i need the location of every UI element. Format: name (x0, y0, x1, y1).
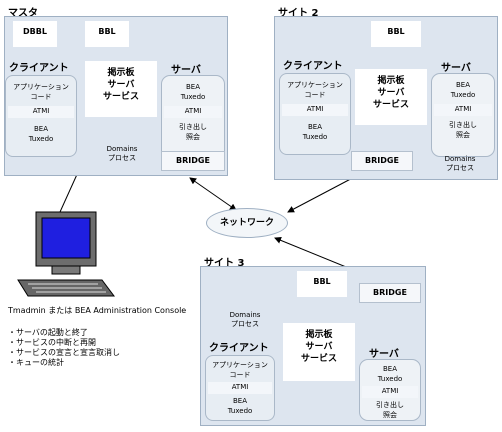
master-site: DBBL BBL クライアント アプリケーション コード ATMI BEA Tu… (4, 16, 228, 176)
master-bb-service: 掲示板 サーバ サービス (85, 61, 157, 117)
site2-client-bea-tuxedo: BEA Tuxedo (302, 123, 328, 141)
site2-server-title: サーバ (441, 63, 471, 74)
console-bullets: ・サーバの起動と終了 ・サービスの中断と再開 ・サービスの宣言と宣言取消し ・キ… (8, 328, 198, 368)
site3-client-stack: アプリケーション コード ATMI BEA Tuxedo (205, 355, 275, 421)
site2-client-app-code: アプリケーション コード (287, 81, 343, 99)
site2-title: サイト 2 (278, 8, 319, 19)
master-server-atmi: ATMI (164, 106, 222, 118)
master-server-title: サーバ (171, 65, 201, 76)
site2-bbl-doc: BBL (371, 21, 421, 47)
link-master-network (189, 177, 237, 211)
site3-server-stack: BEA Tuxedo ATMI 引き出し 照会 (359, 359, 421, 421)
master-client-stack: アプリケーション コード ATMI BEA Tuxedo (5, 75, 77, 157)
site3-client-title: クライアント (209, 343, 269, 354)
master-domains: Domains プロセス (106, 145, 138, 162)
site2: BBL クライアント アプリケーション コード ATMI BEA Tuxedo … (274, 16, 498, 180)
site3-client-bea-tuxedo: BEA Tuxedo (227, 397, 253, 415)
site3-server-title: サーバ (369, 349, 399, 360)
master-server-calls: 引き出し 照会 (179, 123, 207, 141)
site3: BBL BRIDGE Domains プロセス 掲示板 サーバ サービス クライ… (200, 266, 426, 426)
master-client-bea-tuxedo: BEA Tuxedo (28, 125, 54, 143)
site2-client-title: クライアント (283, 61, 343, 72)
site2-client-atmi: ATMI (282, 104, 348, 116)
site3-client-atmi: ATMI (208, 382, 272, 394)
workstation-icon (16, 210, 116, 300)
site3-bb-service: 掲示板 サーバ サービス (283, 323, 355, 381)
site2-bridge: BRIDGE (351, 151, 413, 171)
site2-server-bea-tuxedo: BEA Tuxedo (450, 81, 476, 99)
console-title: Tmadmin または BEA Administration Console (8, 306, 187, 315)
site3-domains: Domains プロセス (229, 311, 261, 328)
console-bullet-4: ・キューの統計 (8, 358, 64, 367)
site3-server-atmi: ATMI (362, 386, 418, 398)
master-bridge: BRIDGE (161, 151, 225, 171)
site2-server-stack: BEA Tuxedo ATMI 引き出し 照会 (431, 73, 495, 157)
master-server-stack: BEA Tuxedo ATMI 引き出し 照会 (161, 75, 225, 161)
site2-client-stack: アプリケーション コード ATMI BEA Tuxedo (279, 73, 351, 155)
master-client-atmi: ATMI (8, 106, 74, 118)
master-client-app-code: アプリケーション コード (13, 83, 69, 101)
site2-bb-service: 掲示板 サーバ サービス (355, 69, 427, 125)
site3-title: サイト 3 (204, 258, 245, 269)
master-client-title: クライアント (9, 63, 69, 74)
site3-server-calls: 引き出し 照会 (376, 401, 404, 419)
network-node: ネットワーク (206, 208, 288, 238)
console-bullet-3: ・サービスの宣言と宣言取消し (8, 348, 120, 357)
master-server-bea-tuxedo: BEA Tuxedo (180, 83, 206, 101)
master-bbl-doc: BBL (85, 21, 129, 47)
site2-server-atmi: ATMI (434, 104, 492, 116)
site3-bridge: BRIDGE (359, 283, 421, 303)
console-bullet-1: ・サーバの起動と終了 (8, 328, 88, 337)
site3-bbl-doc: BBL (297, 271, 347, 297)
console-bullet-2: ・サービスの中断と再開 (8, 338, 96, 347)
site3-client-app-code: アプリケーション コード (212, 361, 268, 379)
master-title: マスタ (8, 8, 38, 19)
computer-icon (17, 211, 115, 297)
site3-server-bea-tuxedo: BEA Tuxedo (377, 365, 403, 383)
site2-domains: Domains プロセス (444, 155, 476, 172)
master-dbbl-doc: DBBL (13, 21, 57, 47)
site2-server-calls: 引き出し 照会 (449, 121, 477, 139)
